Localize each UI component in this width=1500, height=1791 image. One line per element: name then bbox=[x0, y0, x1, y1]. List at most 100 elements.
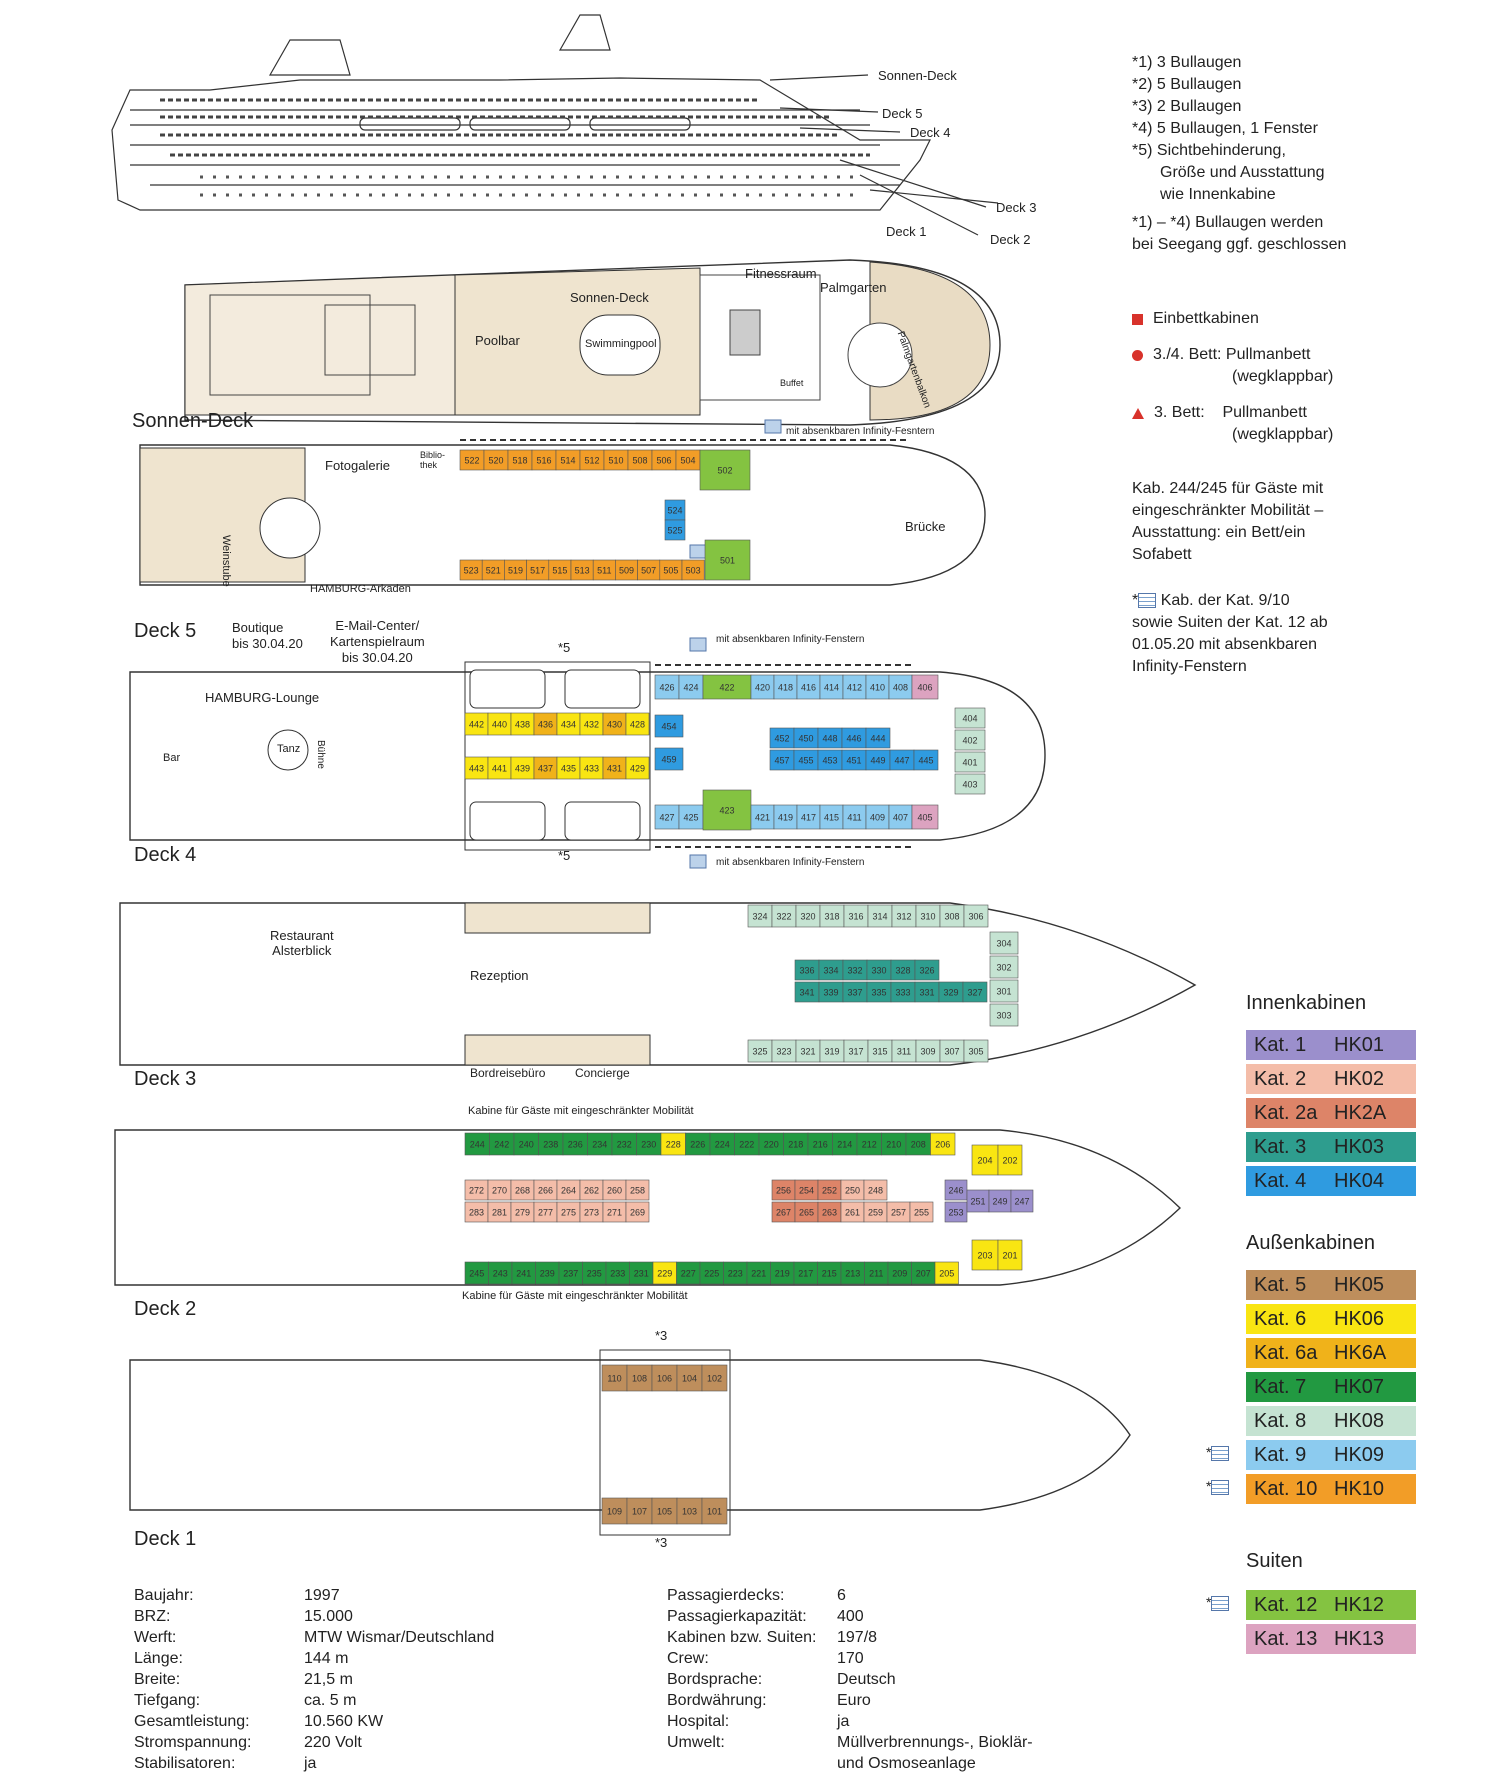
cabin-number: 431 bbox=[607, 763, 622, 773]
cabin-number: 421 bbox=[755, 812, 770, 822]
email-line-2: Kartenspielraum bbox=[330, 634, 425, 649]
cabin bbox=[701, 1364, 728, 1392]
cabin-number: 302 bbox=[996, 962, 1011, 972]
cabin-number: 510 bbox=[608, 455, 623, 465]
legend-category: Kat. 6a bbox=[1254, 1341, 1318, 1364]
cabin-number: 406 bbox=[917, 682, 932, 692]
cabin-number: 318 bbox=[824, 911, 839, 921]
spec-key: Stromspannung: bbox=[134, 1734, 252, 1751]
cabin-number: 271 bbox=[607, 1207, 622, 1217]
cabin-number: 253 bbox=[948, 1207, 963, 1217]
cabin bbox=[989, 955, 1019, 979]
cabin-number: 443 bbox=[469, 763, 484, 773]
note-3: *3) 2 Bullaugen bbox=[1132, 98, 1242, 115]
spec-row: Passagierkapazität:400 bbox=[667, 1606, 1033, 1627]
spec-row: und Osmoseanlage bbox=[667, 1753, 1033, 1774]
cabin-number: 448 bbox=[822, 733, 837, 743]
deck-name-4: Deck 4 bbox=[134, 844, 197, 866]
cabin-number: 232 bbox=[617, 1139, 632, 1149]
cabin-number: 442 bbox=[469, 719, 484, 729]
cabin-number: 401 bbox=[962, 757, 977, 767]
cabin-number: 269 bbox=[630, 1207, 645, 1217]
cabin-number: 411 bbox=[847, 812, 861, 822]
triangle-icon bbox=[1132, 407, 1144, 419]
symbol-legend: Einbettkabinen 3./4. Bett: Pullmanbett (… bbox=[1132, 308, 1333, 446]
cabin-number: 459 bbox=[661, 754, 676, 764]
suite bbox=[911, 804, 939, 830]
cabin-number: 270 bbox=[492, 1185, 507, 1195]
cabin-number: 457 bbox=[774, 755, 789, 765]
cabin-number: 319 bbox=[824, 1046, 839, 1056]
cabin-number: 228 bbox=[666, 1139, 681, 1149]
spec-key: Passagierdecks: bbox=[667, 1587, 785, 1604]
bruecke-label: Brücke bbox=[905, 519, 946, 534]
cabin-number: 110 bbox=[607, 1373, 621, 1383]
spec-value: 144 m bbox=[304, 1650, 349, 1667]
cabin-number: 261 bbox=[845, 1207, 860, 1217]
cabin-number: 231 bbox=[634, 1268, 649, 1278]
cabin-number: 255 bbox=[914, 1207, 929, 1217]
cabin-number: 222 bbox=[739, 1139, 754, 1149]
spec-row: Passagierdecks:6 bbox=[667, 1585, 1033, 1606]
spec-row: Bordsprache:Deutsch bbox=[667, 1669, 1033, 1690]
cabin-number: 330 bbox=[871, 965, 886, 975]
legend-category: Kat. 9 bbox=[1254, 1443, 1307, 1466]
cabin-number: 503 bbox=[686, 565, 701, 575]
cabin-number: 224 bbox=[715, 1139, 730, 1149]
cabin-number: 102 bbox=[707, 1373, 722, 1383]
bordreise-label: Bordreisebüro bbox=[470, 1066, 546, 1080]
cabin bbox=[654, 674, 680, 700]
cabin-number: 217 bbox=[798, 1268, 813, 1278]
spec-row: Baujahr:1997 bbox=[134, 1585, 494, 1606]
cabin-number: 426 bbox=[659, 682, 674, 692]
legend-code: HK06 bbox=[1334, 1307, 1385, 1330]
legend-category: Kat. 5 bbox=[1254, 1273, 1307, 1296]
legend-category: Kat. 4 bbox=[1254, 1169, 1307, 1192]
cabin-number: 108 bbox=[632, 1373, 647, 1383]
deck-name-sonnen: Sonnen-Deck bbox=[132, 410, 254, 432]
cabin-number: 252 bbox=[822, 1185, 837, 1195]
suite bbox=[702, 674, 752, 700]
legend-code: HK10 bbox=[1334, 1477, 1385, 1500]
bibliothek-label: Biblio-thek bbox=[420, 450, 446, 470]
cabin bbox=[626, 1364, 653, 1392]
cabin-number: 225 bbox=[704, 1268, 719, 1278]
cabin-number: 512 bbox=[584, 455, 599, 465]
cabin-number: 518 bbox=[512, 455, 527, 465]
palmgarten-label: Palmgarten bbox=[820, 280, 887, 295]
spec-value: ja bbox=[837, 1713, 850, 1730]
cabin-number: 202 bbox=[1002, 1155, 1017, 1165]
deck4-infinity-top: mit absenkbaren Infinity-Fenstern bbox=[716, 634, 865, 645]
mobility-line-3: Ausstattung: ein Bett/ein bbox=[1132, 524, 1306, 541]
pool-label: Swimmingpool bbox=[585, 338, 657, 350]
spec-key: Kabinen bzw. Suiten: bbox=[667, 1629, 817, 1646]
infinity-window-icon: * bbox=[1206, 1444, 1230, 1461]
cabin-number: 507 bbox=[641, 565, 656, 575]
cabin-number: 227 bbox=[681, 1268, 696, 1278]
cabin bbox=[625, 1179, 650, 1201]
spec-value: ca. 5 m bbox=[304, 1692, 357, 1709]
spec-row: Hospital:ja bbox=[667, 1711, 1033, 1732]
circle-icon bbox=[1132, 349, 1143, 361]
cabin-number: 203 bbox=[977, 1250, 992, 1260]
legend-category: Kat. 13 bbox=[1254, 1627, 1318, 1650]
infinity-window-icon: * bbox=[1206, 1478, 1230, 1495]
boutique-line-2: bis 30.04.20 bbox=[232, 636, 303, 651]
cabin bbox=[934, 1261, 959, 1285]
spec-row: BRZ:15.000 bbox=[134, 1606, 494, 1627]
cabin-number: 422 bbox=[719, 682, 734, 692]
cabin-number: 218 bbox=[788, 1139, 803, 1149]
cabin-number: 263 bbox=[822, 1207, 837, 1217]
cabin-number: 211 bbox=[869, 1268, 883, 1278]
cabin-number: 433 bbox=[584, 763, 599, 773]
side-label-deck3: Deck 3 bbox=[996, 200, 1037, 215]
fitness-label: Fitnessraum bbox=[745, 266, 817, 281]
